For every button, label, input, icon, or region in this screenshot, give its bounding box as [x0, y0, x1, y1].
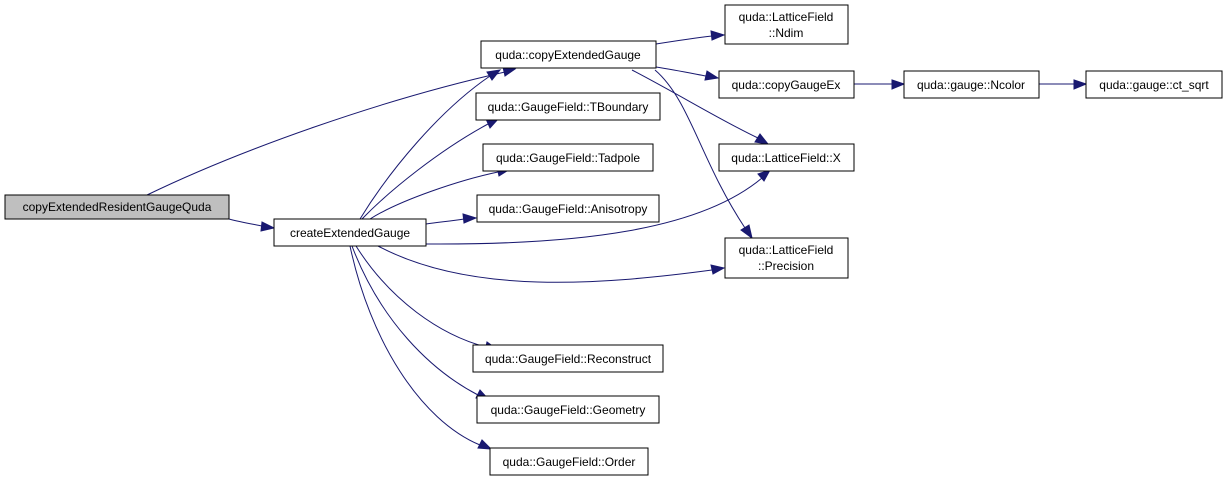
node-label: quda::LatticeField [739, 10, 834, 24]
node-tadpole[interactable]: quda::GaugeField::Tadpole [482, 143, 654, 172]
node-label: quda::GaugeField::TBoundary [488, 100, 649, 114]
node-label: quda::LatticeField [739, 243, 834, 257]
node-label: quda::GaugeField::Anisotropy [489, 202, 648, 216]
node-label: ::Ndim [769, 26, 804, 40]
node-label: quda::gauge::Ncolor [917, 78, 1025, 92]
node-label: copyExtendedResidentGaugeQuda [23, 200, 212, 214]
node-label: quda::gauge::ct_sqrt [1099, 78, 1209, 92]
node-label: createExtendedGauge [290, 226, 410, 240]
edge-copyExt-to-ndim [655, 35, 713, 45]
node-copyGaugeEx[interactable]: quda::copyGaugeEx [718, 70, 855, 99]
node-anisotropy[interactable]: quda::GaugeField::Anisotropy [476, 194, 660, 223]
node-copyExtendedGauge[interactable]: quda::copyExtendedGauge [480, 40, 657, 69]
arrowhead [710, 30, 726, 41]
node-reconstruct[interactable]: quda::GaugeField::Reconstruct [472, 344, 664, 373]
node-order[interactable]: quda::GaugeField::Order [489, 447, 649, 476]
node-label: quda::GaugeField::Geometry [491, 403, 646, 417]
arrowhead [710, 264, 726, 275]
edge-create-to-precision [377, 245, 713, 283]
edge-create-to-geometry [351, 245, 479, 396]
arrowhead [462, 213, 478, 224]
node-ncolor[interactable]: quda::gauge::Ncolor [903, 70, 1040, 99]
edge-copyExt-to-latticeX [631, 69, 759, 139]
edge-create-to-reconstruct [355, 245, 487, 348]
arrowhead [891, 79, 906, 90]
node-label: quda::copyExtendedGauge [495, 48, 641, 62]
arrowhead [757, 169, 772, 182]
node-geometry[interactable]: quda::GaugeField::Geometry [476, 395, 660, 424]
node-tboundary[interactable]: quda::GaugeField::TBoundary [475, 92, 661, 121]
arrowhead [754, 133, 770, 145]
arrowhead [260, 221, 276, 232]
node-precision[interactable]: quda::LatticeField ::Precision [724, 237, 849, 279]
node-label: quda::GaugeField::Reconstruct [485, 352, 652, 366]
edge-copyExt-to-precision [654, 69, 746, 229]
node-ctsqrt[interactable]: quda::gauge::ct_sqrt [1085, 70, 1223, 99]
node-createExtendedGauge[interactable]: createExtendedGauge [273, 218, 427, 247]
node-label: quda::LatticeField::X [731, 151, 840, 165]
edge-create-to-latticeX [425, 177, 763, 245]
node-label: quda::copyGaugeEx [732, 78, 841, 92]
node-label: ::Precision [758, 259, 814, 273]
node-label: quda::GaugeField::Order [503, 455, 636, 469]
arrowhead [1073, 79, 1088, 90]
node-copyExtendedResidentGaugeQuda[interactable]: copyExtendedResidentGaugeQuda [4, 194, 230, 220]
arrowhead [486, 69, 502, 81]
arrowhead [704, 70, 720, 81]
node-ndim[interactable]: quda::LatticeField ::Ndim [724, 4, 849, 45]
edge-create-to-tboundary [361, 123, 489, 220]
edge-copyExt-to-copyGaugeEx [655, 66, 707, 77]
edge-create-to-copyExtendedGauge [359, 75, 491, 220]
edge-create-to-tadpole [369, 171, 499, 220]
edge-root-to-copyExtendedGauge [146, 71, 506, 196]
edge-create-to-anisotropy [425, 218, 465, 225]
node-latticeX[interactable]: quda::LatticeField::X [718, 143, 855, 172]
arrowhead [740, 224, 753, 240]
edge-root-to-createExtendedGauge [228, 218, 263, 227]
arrowhead [477, 439, 493, 450]
node-label: quda::GaugeField::Tadpole [496, 151, 640, 165]
edge-create-to-order [349, 245, 481, 446]
